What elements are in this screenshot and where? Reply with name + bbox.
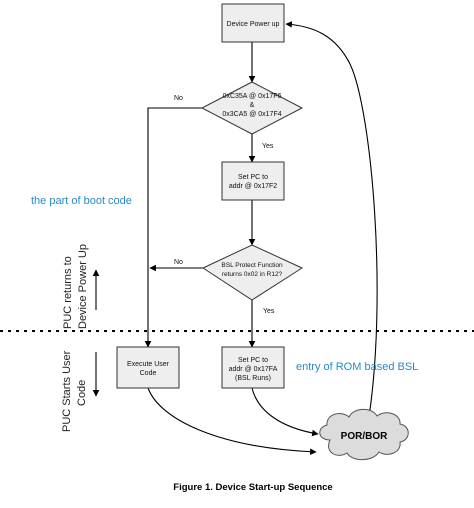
node-bsl-protect-decision: BSL Protect Function returns 0x02 in R12…	[201, 244, 304, 301]
execute-line-1: Execute User	[127, 361, 170, 368]
signature-check-line-1: 0xC35A @ 0x17F6	[223, 93, 282, 100]
puc-returns-line-1: PUC returns to	[62, 256, 74, 329]
annotation-boot-code: the part of boot code	[31, 195, 132, 207]
figure-caption: Figure 1. Device Start-up Sequence	[173, 482, 332, 493]
node-por-bor-cloud: POR/BOR	[319, 408, 409, 461]
bsl-protect-line-1: BSL Protect Function	[221, 262, 283, 269]
set-pc2-line-1: Set PC to	[238, 357, 268, 364]
side-label-puc-starts: PUC Starts User Code	[61, 350, 88, 432]
edge-execute-to-porbor	[147, 387, 317, 456]
side-label-puc-returns: PUC returns to Device Power Up	[62, 244, 89, 329]
puc-starts-line-1: PUC Starts User	[61, 350, 73, 432]
signature-check-line-2: &	[250, 102, 255, 109]
edge-label-yes-1: Yes	[262, 143, 274, 150]
node-device-power-up-label: Device Power up	[227, 21, 280, 28]
node-set-pc-17fa: Set PC to addr @ 0x17FA (BSL Runs)	[221, 346, 285, 389]
edge-porbor-to-powerup	[285, 21, 378, 424]
set-pc2-line-3: (BSL Runs)	[235, 375, 271, 382]
puc-returns-line-2: Device Power Up	[77, 244, 89, 329]
puc-starts-line-2: Code	[76, 380, 88, 406]
edge-setpc2-to-porbor	[251, 387, 319, 437]
set-pc2-line-2: addr @ 0x17FA	[229, 366, 278, 373]
edge-label-no-2: No	[174, 259, 183, 266]
node-device-power-up: Device Power up	[221, 3, 285, 43]
node-signature-check-decision: 0xC35A @ 0x17F6 & 0x3CA5 @ 0x17F4	[200, 81, 304, 135]
annotation-rom-bsl: entry of ROM based BSL	[296, 361, 418, 373]
set-pc-line-1: Set PC to	[238, 174, 268, 181]
edge-check-no	[144, 107, 202, 348]
edge-label-yes-2: Yes	[263, 308, 275, 315]
bsl-protect-line-2: returns 0x02 in R12?	[222, 271, 283, 278]
set-pc-line-2: addr @ 0x17F2	[229, 183, 277, 190]
execute-line-2: Code	[140, 370, 157, 377]
edge-label-no-1: No	[174, 95, 183, 102]
node-set-pc-17f2: Set PC to addr @ 0x17F2	[221, 161, 285, 201]
node-execute-user-code: Execute User Code	[116, 346, 180, 389]
signature-check-line-3: 0x3CA5 @ 0x17F4	[222, 111, 281, 118]
por-bor-label: POR/BOR	[341, 431, 388, 442]
